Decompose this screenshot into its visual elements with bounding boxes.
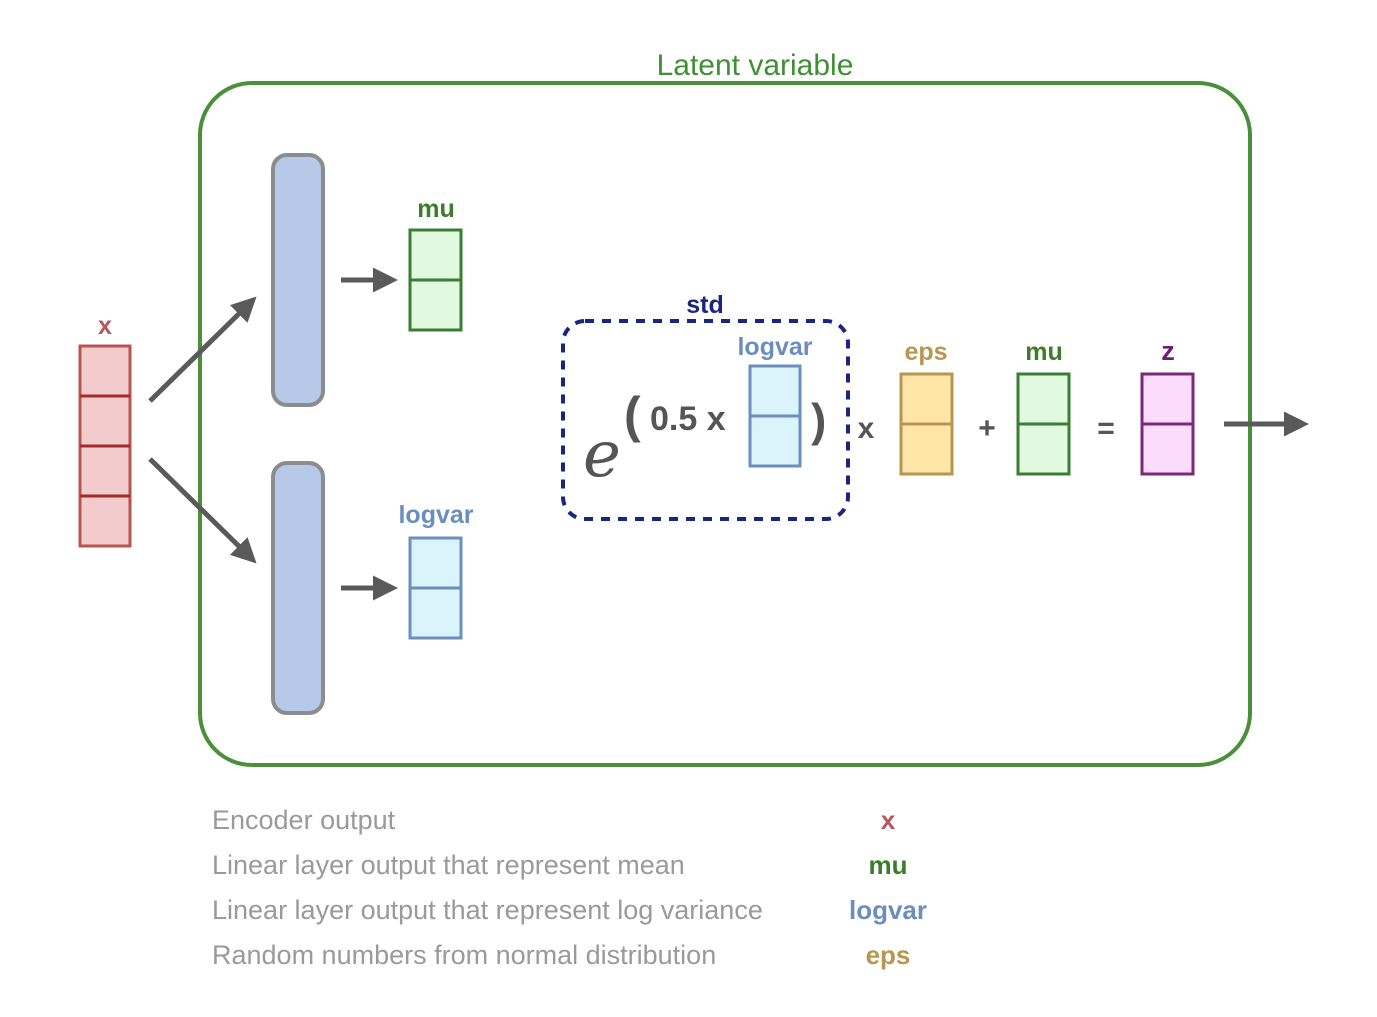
logvar-left-label: logvar [398, 501, 473, 529]
legend-symbol: logvar [849, 895, 927, 925]
eps-label: eps [904, 338, 947, 366]
mu-vector-top [408, 228, 463, 332]
z-vector [1140, 372, 1195, 476]
legend-symbol: eps [866, 940, 911, 970]
x-label: x [98, 312, 112, 340]
mu-vector-right [1016, 372, 1071, 476]
mu-linear-layer [271, 153, 325, 407]
std-box [561, 319, 850, 521]
legend-symbol: x [881, 805, 896, 835]
legend-desc: Random numbers from normal distribution [212, 940, 716, 970]
logvar-vector-inner [748, 364, 802, 468]
formula-base-e: e [583, 418, 621, 492]
legend-desc: Linear layer output that represent mean [212, 850, 685, 880]
plus-sign: + [978, 412, 996, 445]
z-label: z [1161, 336, 1175, 366]
mu-right-label: mu [1025, 338, 1063, 366]
formula-coefficient: 0.5 x [650, 400, 726, 438]
multiply-sign: x [858, 412, 875, 445]
formula-open-paren: ( [624, 387, 641, 443]
eps-vector [899, 372, 954, 476]
legend-symbol: mu [869, 850, 908, 880]
x-vector [78, 344, 132, 548]
std-label: std [686, 291, 724, 319]
diagram-title: Latent variable [657, 49, 854, 82]
equals-sign: = [1097, 412, 1115, 445]
mu-top-label: mu [417, 195, 455, 223]
logvar-inner-label: logvar [737, 333, 812, 361]
arrow-x-to-mu-layer [148, 296, 257, 403]
logvar-linear-layer [271, 461, 325, 715]
arrow-x-to-logvar-layer [148, 457, 257, 564]
legend: Encoder output x Linear layer output tha… [212, 805, 927, 970]
logvar-vector-left [408, 536, 463, 640]
legend-desc: Encoder output [212, 805, 396, 835]
formula-close-paren: ) [811, 394, 826, 446]
legend-desc: Linear layer output that represent log v… [212, 895, 763, 925]
